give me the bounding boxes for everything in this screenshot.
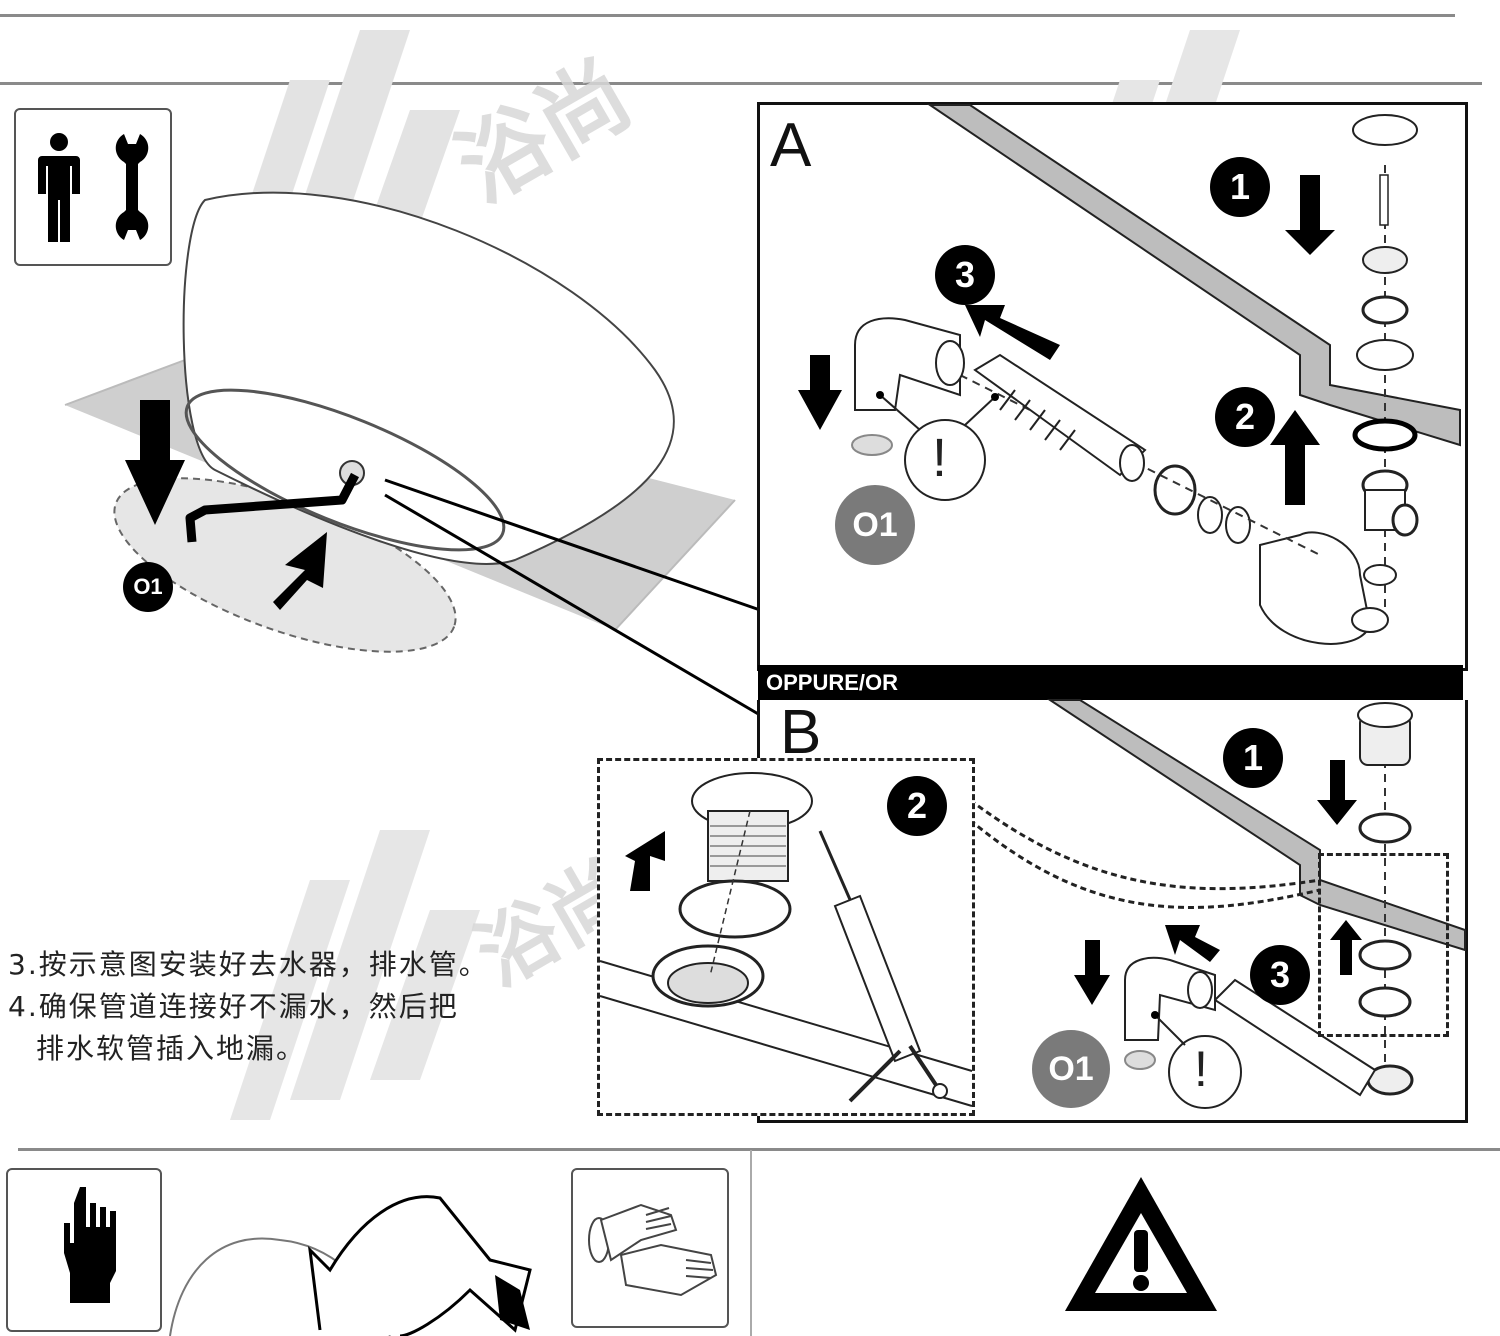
stop-hand-icon bbox=[64, 1187, 116, 1303]
wrench-icon bbox=[115, 134, 149, 240]
panel-a: A bbox=[757, 102, 1468, 671]
panel-a-o1: O1 bbox=[835, 485, 915, 565]
panel-b-o1: O1 bbox=[1032, 1030, 1110, 1108]
drain-pipe bbox=[185, 472, 359, 543]
arrow-up-small bbox=[1330, 920, 1362, 975]
gloves-icon bbox=[588, 1203, 718, 1297]
panel-a-step-2: 2 bbox=[1215, 387, 1275, 447]
instruction-step-3: 3.按示意图安装好去水器，排水管。 bbox=[8, 948, 489, 981]
rotate-arrow bbox=[307, 1195, 532, 1336]
installation-instructions: 3.按示意图安装好去水器，排水管。 4.确保管道连接好不漏水，然后把 排水软管插… bbox=[8, 944, 489, 1070]
section-rule bbox=[0, 82, 1482, 85]
panel-b-step-2: 2 bbox=[887, 776, 947, 836]
panel-b-step-2-detail: 2 bbox=[597, 758, 975, 1116]
panel-b-caution-mark: ! bbox=[1194, 1041, 1208, 1097]
top-rule bbox=[0, 14, 1455, 17]
panel-b-letter: B bbox=[780, 698, 822, 767]
curved-arrow-illustration bbox=[169, 1195, 532, 1336]
bathtub-base-rim bbox=[184, 388, 506, 552]
watermark-logo-bottom-left bbox=[230, 830, 480, 1120]
person-icon bbox=[38, 133, 80, 242]
arrow-step-3 bbox=[965, 305, 1060, 360]
arrow-step-1 bbox=[1285, 175, 1335, 255]
panel-b-step-1: 1 bbox=[1223, 728, 1283, 788]
down-arrow bbox=[125, 400, 185, 525]
bathtub-body bbox=[182, 191, 675, 565]
bathtub-illustration bbox=[64, 191, 761, 717]
stop-hand-icon-box bbox=[6, 1168, 162, 1332]
bottom-column-divider bbox=[750, 1150, 752, 1336]
o1-callout: O1 bbox=[123, 562, 173, 612]
warning-triangle-icon bbox=[1065, 1177, 1217, 1311]
gloves-icon-box bbox=[571, 1168, 729, 1328]
arrow-o1-down bbox=[798, 355, 842, 430]
arrow-step-3 bbox=[1165, 925, 1220, 962]
arrow-o1-down bbox=[1074, 940, 1110, 1005]
step-2-sealant-illustration bbox=[599, 772, 973, 1107]
up-arrow bbox=[273, 532, 327, 610]
panel-a-illustration bbox=[798, 104, 1461, 645]
instruction-step-4: 4.确保管道连接好不漏水，然后把 bbox=[8, 990, 459, 1023]
arrow-step-2 bbox=[1270, 410, 1320, 505]
panel-a-step-1: 1 bbox=[1210, 157, 1270, 217]
arrow-step-1 bbox=[1317, 760, 1357, 825]
panel-b-illustration bbox=[969, 699, 1466, 1109]
panel-b-step-3: 3 bbox=[1250, 945, 1310, 1005]
panel-a-caution-mark: ! bbox=[932, 428, 948, 488]
panel-a-step-3: 3 bbox=[935, 245, 995, 305]
oppure-or-separator: OPPURE/OR bbox=[758, 665, 1463, 701]
arrow-up-left bbox=[625, 831, 665, 891]
bottom-section-rule bbox=[18, 1148, 1500, 1151]
panel-a-letter: A bbox=[770, 111, 812, 180]
panel-b-detail-box bbox=[1318, 853, 1449, 1037]
professional-installation-icon-box bbox=[14, 108, 172, 266]
instruction-step-4-continued: 排水软管插入地漏。 bbox=[36, 1032, 307, 1065]
